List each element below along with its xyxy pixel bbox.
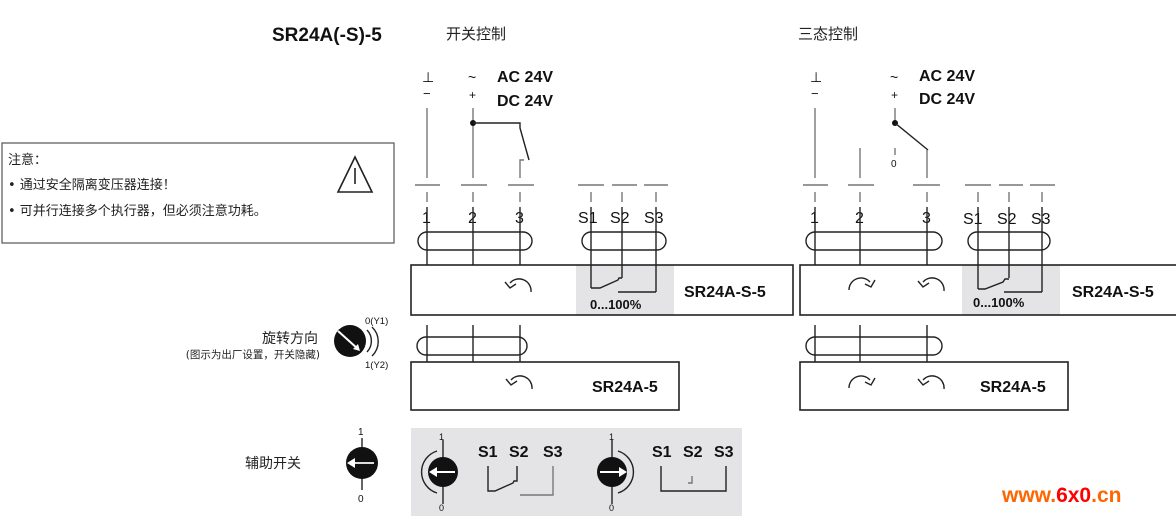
rotate-cw-icon (848, 277, 876, 291)
state-pos1-label: 1 (609, 432, 614, 442)
aux-switch-label: 辅助开关 (245, 456, 301, 472)
plus-symbol: + (891, 88, 898, 102)
cable-sleeve (967, 231, 1051, 251)
aux-switch-states-panel (411, 428, 742, 516)
aux-terminal-label: S3 (1031, 211, 1051, 228)
device-name: SR24A-S-5 (1072, 284, 1154, 301)
aux-pos1-label: 1 (358, 427, 364, 438)
cable-sleeve (581, 231, 667, 251)
ac-symbol: ~ (890, 69, 898, 85)
device-name: SR24A-5 (980, 379, 1046, 396)
rotation-pos0-label: 0(Y1) (365, 316, 388, 327)
range-label: 0...100% (590, 297, 642, 312)
rotation-selector-icon[interactable] (334, 325, 379, 357)
device-box-sr24a-5 (799, 361, 1069, 411)
rotation-label: 旋转方向 (262, 331, 318, 347)
switch-contact (894, 122, 929, 151)
minus-symbol: − (811, 86, 819, 101)
aux-switch-knob-icon[interactable] (346, 447, 378, 479)
s2-label-muted: S2 (683, 444, 703, 461)
rotate-ccw-icon (917, 375, 945, 390)
ground-symbol: ⊥ (422, 69, 434, 85)
rotation-sublabel: (图示为出厂设置，开关隐藏) (186, 348, 320, 361)
watermark-prefix: www. (1001, 484, 1056, 507)
s2-label: S2 (509, 444, 529, 461)
zero-position-label: 0 (891, 159, 897, 170)
range-label: 0...100% (973, 295, 1025, 310)
rotation-pos1-label: 1(Y2) (365, 360, 388, 371)
aux-terminal-label: S3 (644, 210, 664, 227)
ground-symbol: ⊥ (810, 69, 822, 85)
rotate-arrows-icon (617, 450, 635, 494)
warning-triangle-icon (336, 155, 374, 193)
three-state-control-title: 三态控制 (798, 25, 858, 43)
rotate-ccw-icon (505, 375, 533, 390)
device-box-sr24a-s-5 (410, 264, 794, 316)
cable-sleeve (417, 231, 533, 251)
ac-symbol: ~ (468, 69, 476, 85)
device-name: SR24A-S-5 (684, 284, 766, 301)
aux-terminal-label: S2 (997, 211, 1017, 228)
cable-sleeve (805, 336, 943, 356)
rotate-cw-icon (848, 375, 876, 389)
watermark-suffix: .cn (1091, 484, 1121, 507)
state-pos1-label: 1 (439, 432, 444, 442)
watermark-middle: 6x0 (1056, 484, 1091, 507)
dc-voltage-label: DC 24V (919, 91, 975, 108)
s3-label-muted: S3 (543, 444, 563, 461)
watermark: www.6x0.cn (1001, 484, 1121, 507)
aux-terminal-label: S1 (578, 210, 598, 227)
switch-control-diagram: ⊥ − ~ + AC 24V DC 24V 1 2 3 S1 S2 S3 (410, 69, 794, 411)
note-item: • 通过安全隔离变压器连接！ (8, 177, 176, 193)
cable-sleeve (416, 336, 528, 356)
aux-terminal-label: S1 (963, 211, 983, 228)
aux-switch-area (576, 265, 674, 315)
rotation-direction: 旋转方向 (图示为出厂设置，开关隐藏) 0(Y1) 1(Y2) (186, 316, 388, 371)
s1-label: S1 (652, 444, 672, 461)
device-name: SR24A-5 (592, 379, 658, 396)
ac-voltage-label: AC 24V (919, 68, 975, 85)
note-box: 注意： • 通过安全隔离变压器连接！ • 可并行连接多个执行器，但必须注意功耗。 (1, 142, 395, 244)
plus-symbol: + (469, 88, 476, 102)
dc-voltage-label: DC 24V (497, 93, 553, 110)
cable-sleeve (805, 231, 943, 251)
rotate-arrows-icon (420, 450, 438, 494)
model-title: SR24A(-S)-5 (272, 25, 382, 46)
note-item: • 可并行连接多个执行器，但必须注意功耗。 (8, 203, 267, 219)
aux-pos0-label: 0 (358, 494, 364, 505)
switch-contact (473, 122, 530, 161)
rotate-ccw-icon (504, 278, 532, 293)
switch-control-title: 开关控制 (446, 25, 506, 43)
three-state-control-diagram: ⊥ − ~ + AC 24V DC 24V 0 1 2 3 S1 S2 S3 (799, 68, 1176, 411)
s3-label: S3 (714, 444, 734, 461)
aux-terminal-label: S2 (610, 210, 630, 227)
state-pos0-label: 0 (439, 503, 444, 513)
device-box-sr24a-5 (410, 361, 680, 411)
ac-voltage-label: AC 24V (497, 69, 553, 86)
minus-symbol: − (423, 86, 431, 101)
s1-label: S1 (478, 444, 498, 461)
note-heading: 注意： (8, 152, 47, 168)
aux-switch-section: 辅助开关 1 0 1 0 S1 S2 S3 1 0 S1 S2 S3 (245, 427, 742, 516)
state-pos0-label: 0 (609, 503, 614, 513)
device-box-sr24a-s-5 (799, 264, 1176, 316)
rotate-ccw-icon (917, 277, 945, 292)
